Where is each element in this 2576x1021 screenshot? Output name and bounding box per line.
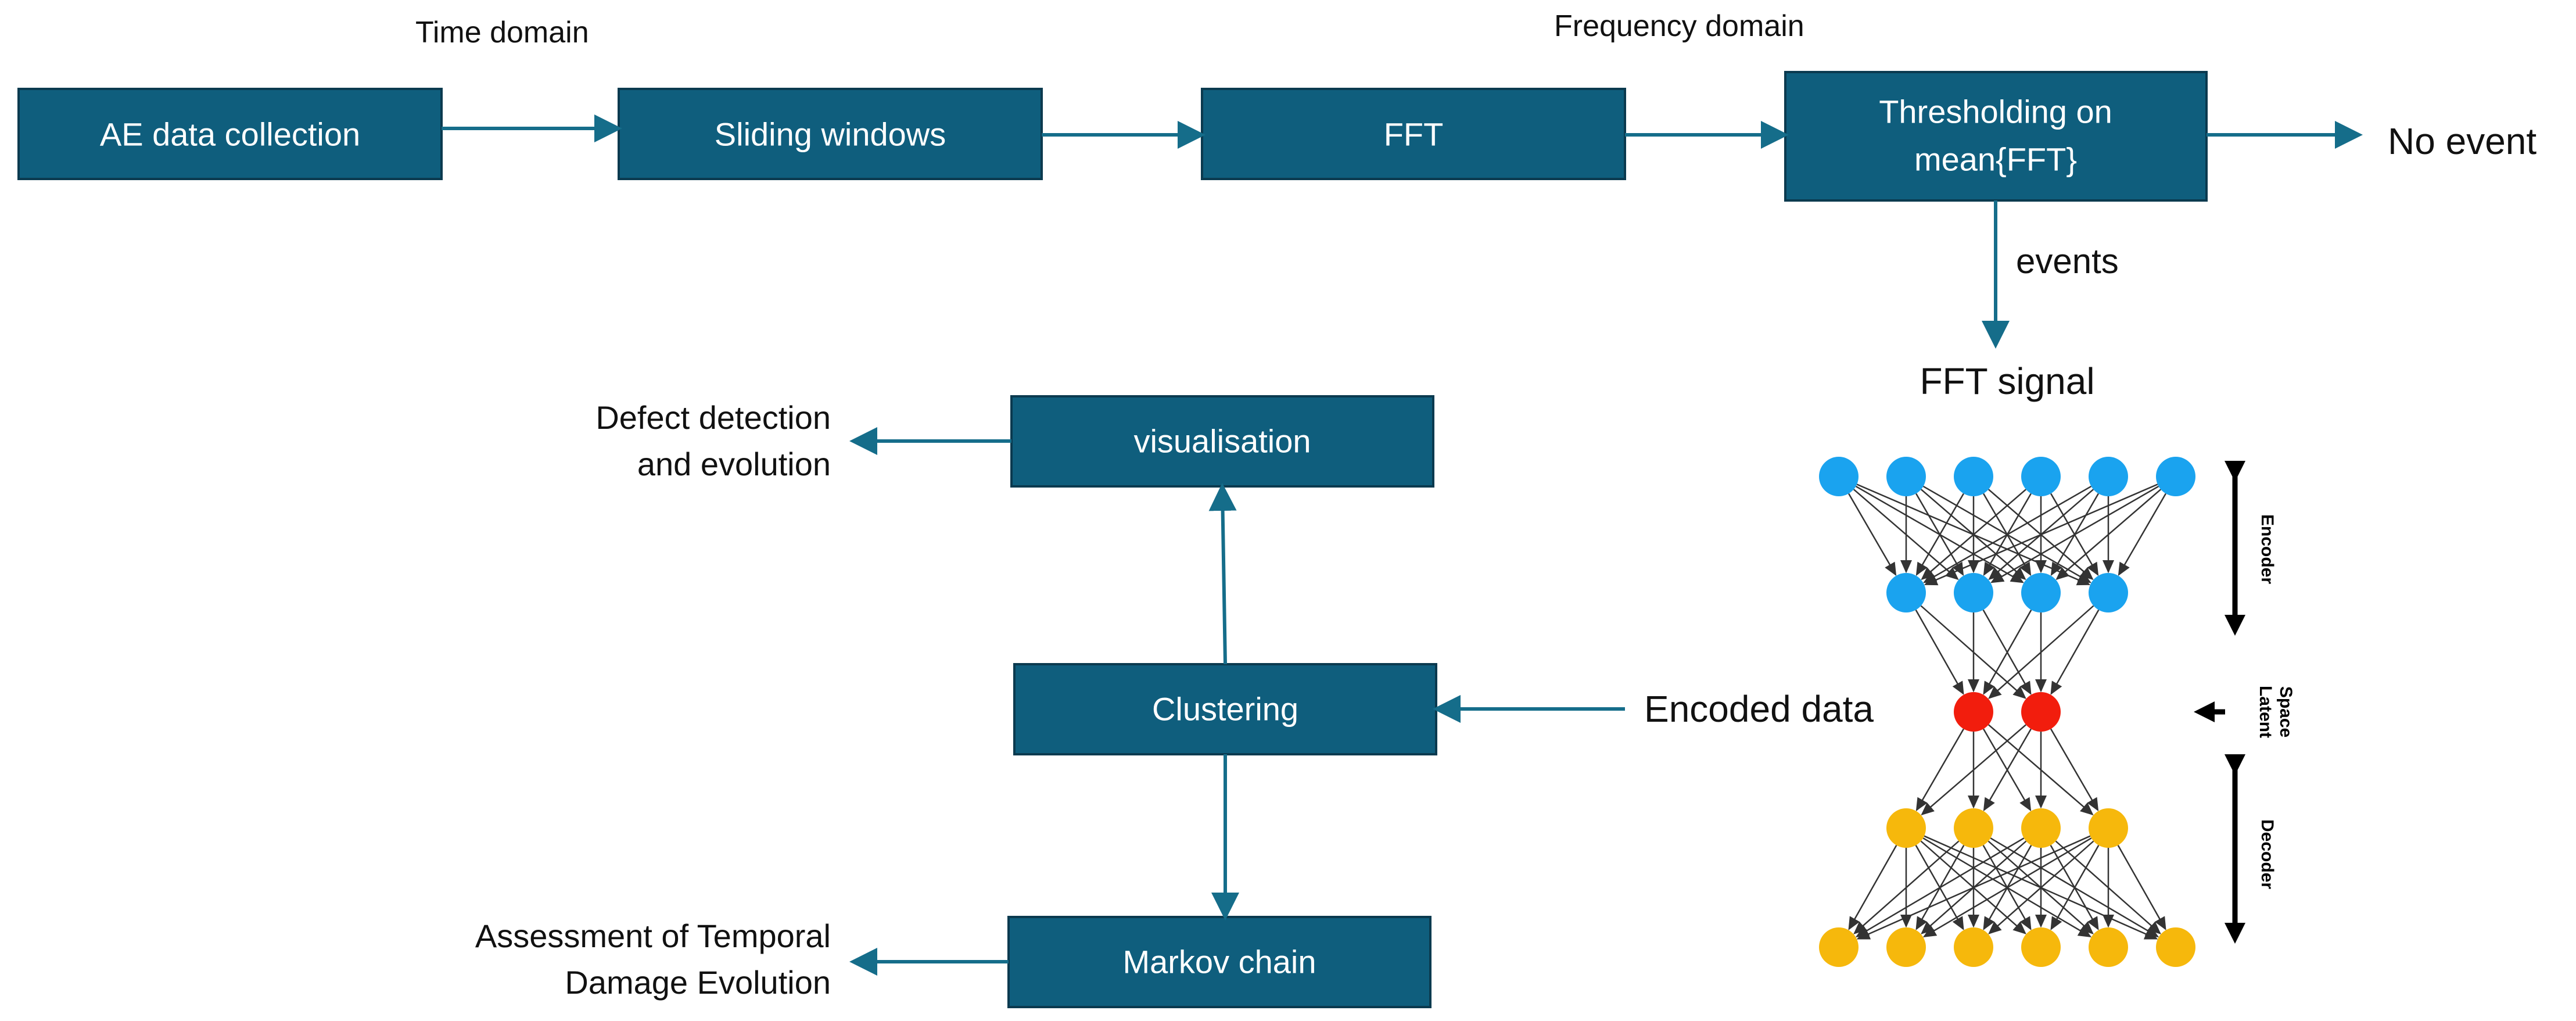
network-connection: [1921, 724, 2027, 816]
network-connection: [2118, 493, 2166, 576]
network-connection: [1915, 728, 1964, 812]
network-connection: [1848, 493, 1897, 576]
network-connection: [2117, 844, 2166, 930]
markov-chain-box: Markov chain: [1007, 916, 1431, 1008]
input-node: [2021, 457, 2061, 496]
fft-signal-label: FFT signal: [1920, 360, 2094, 402]
output-node: [1954, 927, 1993, 967]
autoencoder-nodes: [1819, 457, 2195, 967]
autoencoder-edges: [1848, 483, 2166, 940]
network-connection: [1924, 483, 2158, 586]
fft-box: FFT: [1201, 88, 1626, 180]
network-connection: [1988, 605, 2094, 699]
encoder-hidden-node: [2021, 573, 2061, 612]
encoder-hidden-node: [1954, 573, 1993, 612]
input-node: [1819, 457, 1859, 496]
visualisation-box: visualisation: [1010, 395, 1434, 488]
decoder-hidden-node: [1954, 808, 1993, 848]
output-node: [1819, 927, 1859, 967]
network-connection: [1983, 728, 2032, 812]
network-connection: [2050, 844, 2100, 930]
latent-node: [2021, 692, 2061, 732]
sliding-windows-label: Sliding windows: [715, 116, 946, 153]
network-connection: [1915, 493, 1964, 576]
network-connection: [1915, 609, 1964, 695]
clustering-box: Clustering: [1013, 663, 1437, 755]
latent-label-line2: Space: [2276, 686, 2295, 737]
input-node: [2089, 457, 2128, 496]
network-connection: [1921, 489, 2027, 581]
decoder-hidden-node: [1886, 808, 1926, 848]
latent-node: [1954, 692, 1993, 732]
input-node: [2156, 457, 2195, 496]
encoder-label: Encoder: [2258, 514, 2277, 584]
thresholding-box: Thresholding on mean{FFT}: [1784, 71, 2208, 202]
assessment-label-line2: Damage Evolution: [565, 964, 831, 1001]
encoded-data-label: Encoded data: [1644, 688, 1874, 730]
latent-label-line1: Latent: [2256, 686, 2275, 738]
decoder-label: Decoder: [2258, 819, 2277, 889]
network-connection: [2055, 489, 2162, 581]
clustering-label: Clustering: [1152, 691, 1298, 728]
thresholding-label-line1: Thresholding on: [1879, 94, 2112, 130]
output-node: [2156, 927, 2195, 967]
decoder-hidden-node: [2089, 808, 2128, 848]
ae-data-collection-label: AE data collection: [100, 116, 360, 153]
network-connection: [1990, 485, 2159, 583]
output-node: [2089, 927, 2128, 967]
sliding-windows-box: Sliding windows: [618, 88, 1043, 180]
network-connection: [2050, 728, 2099, 812]
visualisation-label: visualisation: [1133, 423, 1311, 460]
ae-data-collection-box: AE data collection: [17, 88, 443, 180]
network-connection: [1855, 837, 2025, 937]
frequency-domain-label: Frequency domain: [1554, 9, 1804, 43]
assessment-label-line1: Assessment of Temporal: [475, 918, 831, 954]
input-node: [1954, 457, 1993, 496]
network-connection: [1988, 840, 2094, 934]
network-connection: [1848, 844, 1897, 930]
encoder-hidden-node: [2089, 573, 2128, 612]
network-connection: [1922, 837, 2092, 937]
network-connection: [1923, 485, 2092, 583]
fft-label: FFT: [1384, 116, 1444, 153]
network-connection: [1983, 609, 2032, 695]
no-event-label: No event: [2388, 120, 2536, 162]
defect-detection-label-line2: and evolution: [637, 446, 831, 482]
input-node: [1886, 457, 1926, 496]
output-node: [1886, 927, 1926, 967]
network-connection: [1853, 840, 1960, 934]
time-domain-label: Time domain: [415, 16, 589, 49]
defect-detection-label-line1: Defect detection: [595, 399, 831, 436]
encoder-hidden-node: [1886, 573, 1926, 612]
markov-chain-label: Markov chain: [1122, 944, 1316, 980]
events-label: events: [2016, 242, 2119, 281]
network-connection: [1856, 835, 2091, 940]
output-node: [2021, 927, 2061, 967]
decoder-hidden-node: [2021, 808, 2061, 848]
network-connection: [2050, 609, 2100, 695]
arrow-clustering-to-visualisation: [1208, 483, 1237, 665]
thresholding-label-line2: mean{FFT}: [1914, 141, 2077, 178]
